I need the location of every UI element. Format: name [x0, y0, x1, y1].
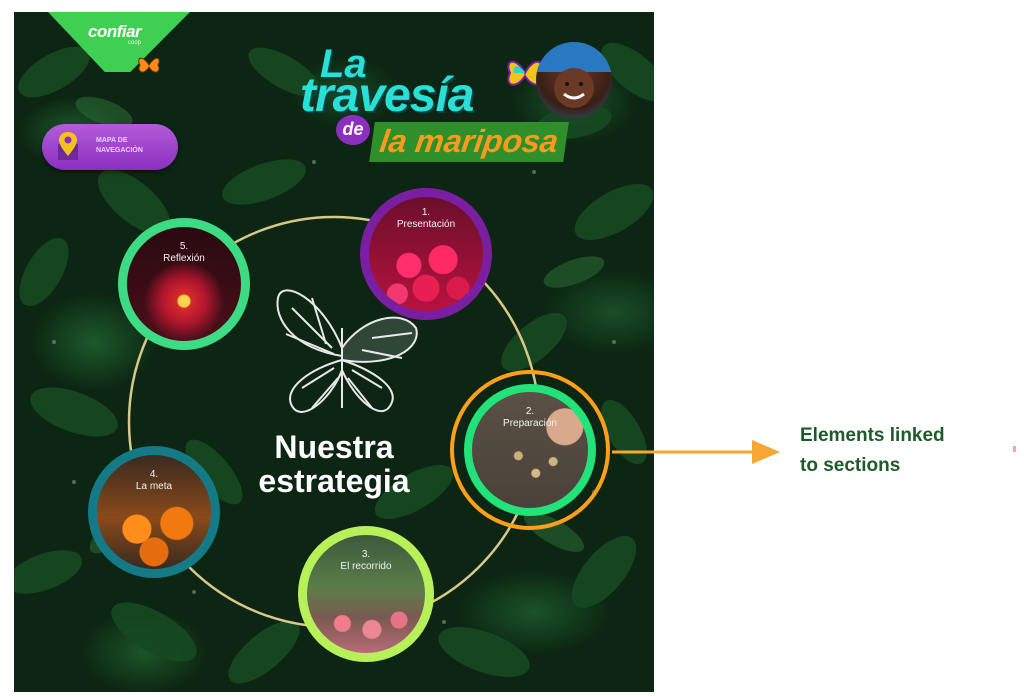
title-line-1: La [320, 42, 367, 86]
center-title-line-1: Nuestra [274, 429, 394, 465]
title-de-badge: de [336, 115, 370, 145]
butterfly-icon [138, 57, 160, 73]
section-3-label: El recorrido [340, 561, 392, 572]
annotation-line-1: Elements linked [800, 425, 945, 446]
guide-avatar-face [536, 42, 612, 108]
section-5-label: Reflexión [163, 253, 205, 264]
annotation-arrow [612, 440, 780, 464]
center-title-line-2: estrategia [258, 463, 410, 499]
nav-map-button[interactable]: Mapa de navegación [42, 124, 178, 170]
brand-logo: confiar [88, 22, 142, 41]
guide-avatar [536, 42, 612, 118]
annotation-line-2: to sections [800, 455, 901, 476]
map-pin-icon [58, 132, 78, 160]
section-4-la-meta[interactable]: 4. La meta [88, 446, 220, 578]
title-line-2: travesía [300, 69, 474, 122]
butterfly-icon [276, 289, 418, 413]
center-title: Nuestra estrategia [234, 430, 434, 498]
nav-map-label: Mapa de navegación [96, 137, 143, 154]
section-1-label: Presentación [396, 219, 456, 230]
section-4-label: La meta [135, 481, 173, 492]
annotation-text: Elements linked to sections [800, 421, 1000, 481]
section-1-number: 1. [421, 207, 431, 218]
section-2-label: Preparación [503, 418, 557, 429]
section-4-number: 4. [149, 469, 159, 480]
section-3-el-recorrido[interactable]: 3. El recorrido [298, 526, 434, 662]
section-2-photo: 2. Preparación [464, 384, 596, 516]
edge-mark [1013, 446, 1016, 452]
brand-logo-sub: coop [128, 40, 142, 46]
interactive-panel: confiar coop Mapa de navegación La trave… [14, 12, 654, 692]
section-1-presentacion[interactable]: 1. Presentación [360, 188, 492, 320]
section-3-number: 3. [361, 549, 371, 560]
section-2-number: 2. [525, 406, 535, 417]
section-2-preparacion[interactable]: 2. Preparación [450, 370, 610, 530]
title-line-3: la mariposa [369, 122, 569, 162]
section-5-reflexion[interactable]: 5. Reflexión [118, 218, 250, 350]
section-5-number: 5. [179, 241, 189, 252]
